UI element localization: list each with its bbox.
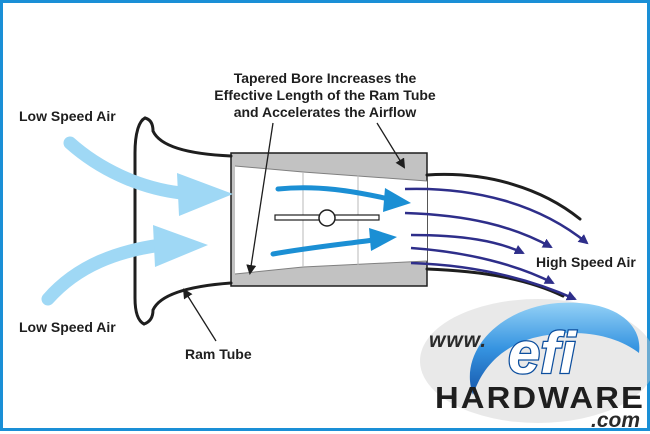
pointer-lines [182,122,406,342]
label-ram-tube: Ram Tube [185,346,252,362]
logo-hardware-text: HARDWARE [435,380,645,415]
ram-tube-outline [133,116,233,326]
label-high-speed-air: High Speed Air [536,254,636,270]
low-speed-air-arrows [41,136,233,306]
logo-com-text: .com [591,409,640,432]
high-speed-air-arrows [404,187,589,301]
mid-speed-air-arrows [270,185,411,257]
throttle-plate [274,209,380,227]
logo-efi-text: efi [508,321,578,386]
label-tapered-bore-line3: and Accelerates the Airflow [234,104,417,120]
label-low-speed-air-bottom: Low Speed Air [19,319,116,335]
intake-runner [425,172,582,298]
efi-hardware-logo: www. efi HARDWARE .com [420,299,650,432]
logo-www-text: www. [429,329,487,352]
label-low-speed-air-top: Low Speed Air [19,108,116,124]
label-tapered-bore-line2: Effective Length of the Ram Tube [214,87,436,103]
ram-tube-diagram: Low Speed Air Low Speed Air High Speed A… [19,70,650,432]
label-tapered-bore-line1: Tapered Bore Increases the [234,70,417,86]
